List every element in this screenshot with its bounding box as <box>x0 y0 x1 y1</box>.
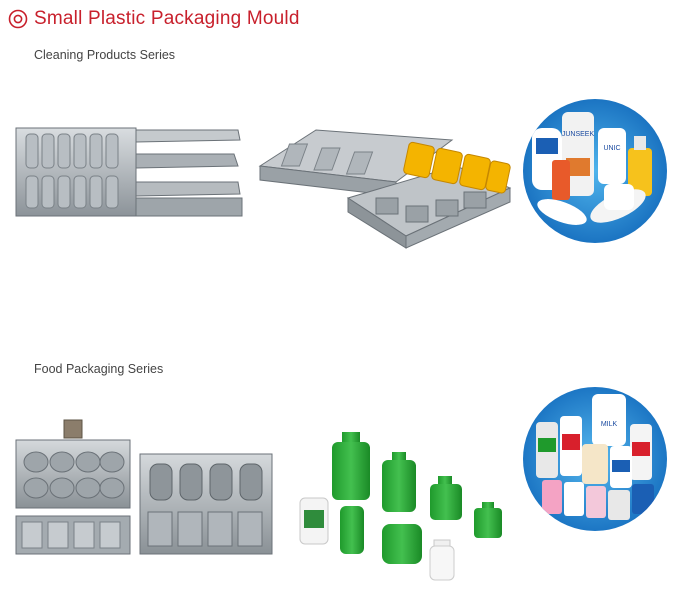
page-title: Small Plastic Packaging Mould <box>8 6 300 32</box>
food-mould-photo <box>12 418 274 558</box>
title-text: Small Plastic Packaging Mould <box>34 8 300 29</box>
brand-label-2: UNIC <box>603 145 620 152</box>
food-products-circle-photo: MILK <box>522 386 668 532</box>
brand-label-1: JUNSEEK <box>562 131 595 138</box>
cleaning-mould-bottles-photo <box>256 126 512 250</box>
target-icon <box>8 9 28 29</box>
milk-label: MILK <box>601 421 618 428</box>
series-label-food: Food Packaging Series <box>34 362 164 376</box>
series-label-cleaning: Cleaning Products Series <box>34 48 176 62</box>
green-containers-photo <box>292 426 512 582</box>
cleaning-products-circle-photo: JUNSEEK UNIC <box>522 98 668 244</box>
cleaning-mould-open-photo <box>12 126 244 222</box>
